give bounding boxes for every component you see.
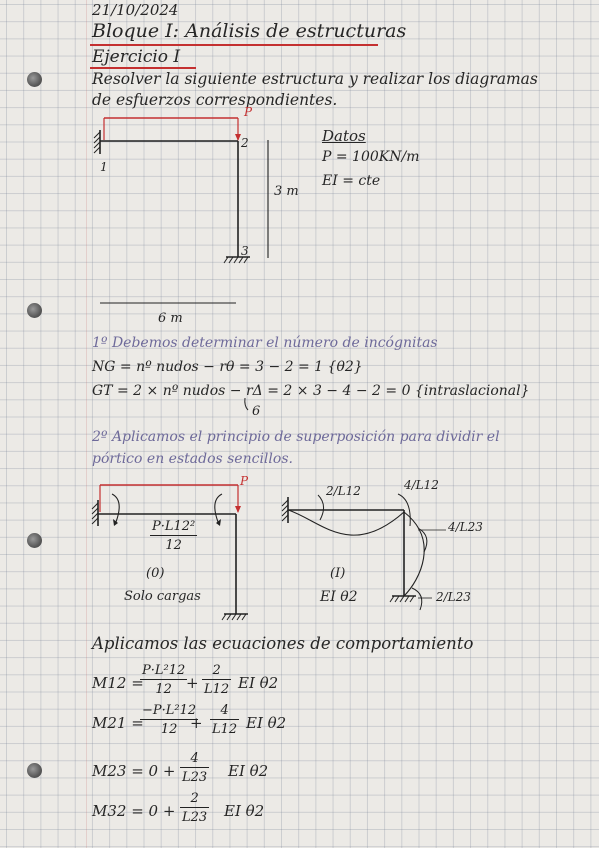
load-label: P — [244, 105, 253, 119]
state0-caption: Solo cargas — [124, 589, 201, 604]
node-3-label: 3 — [241, 244, 249, 258]
state1-caption: EI θ2 — [320, 589, 358, 605]
binder-hole — [27, 303, 42, 318]
title-underline — [90, 44, 378, 46]
gt-equation: GT = 2 × nº nudos − rΔ = 2 × 3 − 4 − 2 =… — [92, 383, 530, 399]
length-label: 6 m — [158, 311, 183, 326]
date: 21/10/2024 — [92, 1, 179, 19]
data-title: Datos — [322, 127, 366, 145]
step2-line-2: pórtico en estados sencillos. — [92, 451, 293, 467]
step1-heading: 1º Debemos determinar el número de incóg… — [92, 335, 438, 351]
node-2-label: 2 — [241, 136, 249, 150]
state1-moment-top: 4/L12 — [404, 478, 439, 492]
state0-load-label: P — [240, 474, 249, 488]
exercise-underline — [90, 67, 196, 69]
height-label: 3 m — [274, 184, 299, 199]
binder-hole — [27, 72, 42, 87]
ng-equation: NG = nº nudos − rθ = 3 − 2 = 1 {θ2} — [92, 359, 363, 375]
binder-hole — [27, 533, 42, 548]
data-ei: EI = cte — [322, 173, 381, 189]
margin-line — [86, 0, 87, 848]
binder-hole — [27, 763, 42, 778]
state0-label: (0) — [146, 566, 165, 581]
statement-line-2: de esfuerzos correspondientes. — [92, 91, 338, 109]
step2-line-1: 2º Aplicamos el principio de superposici… — [92, 429, 500, 445]
gt-note: 6 — [252, 404, 261, 419]
page-title: Bloque I: Análisis de estructuras — [92, 20, 407, 42]
exercise-title: Ejercicio I — [92, 47, 181, 67]
state0-moment: P·L12² 12 — [150, 519, 198, 553]
behaviour-title: Aplicamos las ecuaciones de comportamien… — [92, 634, 474, 653]
state1-label: (I) — [330, 566, 346, 581]
node-1-label: 1 — [100, 160, 108, 174]
state1-moment-right: 4/L23 — [448, 520, 483, 534]
data-load: P = 100KN/m — [322, 149, 420, 165]
state1-moment-bottom: 2/L23 — [436, 590, 471, 604]
statement-line-1: Resolver la siguiente estructura y reali… — [92, 70, 538, 88]
state1-moment-left: 2/L12 — [326, 484, 361, 498]
